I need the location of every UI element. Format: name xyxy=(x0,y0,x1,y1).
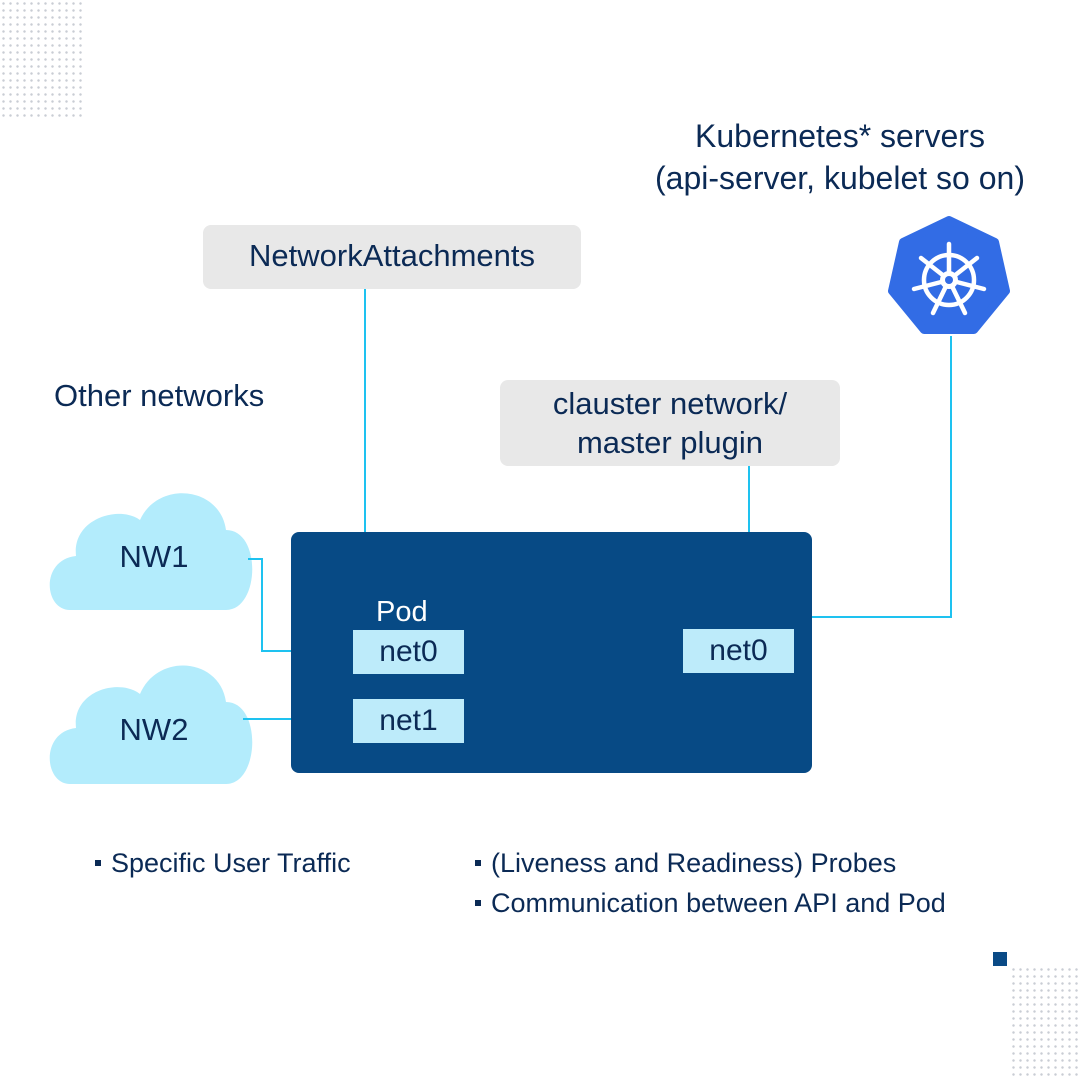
bullet-list-left: Specific User Traffic xyxy=(95,843,351,883)
bullet-square-icon xyxy=(475,900,481,906)
pod-interface-net1: net1 xyxy=(353,699,464,743)
bullet-square-icon xyxy=(95,860,101,866)
bullet-text: Communication between API and Pod xyxy=(491,888,946,918)
bullet-text: (Liveness and Readiness) Probes xyxy=(491,848,897,878)
bullet-text: Specific User Traffic xyxy=(111,848,351,878)
nw2-cloud-shape xyxy=(49,665,253,784)
decorative-dot-grid-top-left xyxy=(0,0,82,118)
kubernetes-servers-title: Kubernetes* servers (api-server, kubelet… xyxy=(600,115,1080,199)
bullet-item: (Liveness and Readiness) Probes xyxy=(475,843,946,883)
cluster-network-line1: clauster network/ xyxy=(552,386,788,421)
decorative-corner-square xyxy=(993,952,1007,966)
kubernetes-title-line1: Kubernetes* servers xyxy=(695,118,985,154)
other-networks-label: Other networks xyxy=(54,378,265,413)
pod-interface-net0-left: net0 xyxy=(353,630,464,674)
bullet-square-icon xyxy=(475,860,481,866)
cluster-network-line2: master plugin xyxy=(576,425,764,460)
pod-label: Pod xyxy=(376,596,428,628)
nw1-cloud-label: NW1 xyxy=(119,539,189,574)
bullet-item: Communication between API and Pod xyxy=(475,883,946,923)
decorative-dot-grid-bottom-right xyxy=(1010,966,1080,1080)
kubernetes-logo-icon xyxy=(888,216,1010,334)
bullet-item: Specific User Traffic xyxy=(95,843,351,883)
network-attachments-label: NetworkAttachments xyxy=(203,225,581,289)
nw2-cloud-label: NW2 xyxy=(119,712,189,747)
kubernetes-title-line2: (api-server, kubelet so on) xyxy=(655,160,1025,196)
bullet-list-right: (Liveness and Readiness) Probes Communic… xyxy=(475,843,946,923)
cluster-network-label: clauster network/ master plugin xyxy=(500,380,840,466)
kubernetes-connector xyxy=(812,336,952,618)
nw1-cloud-shape xyxy=(49,493,253,610)
pod-interface-net0-right: net0 xyxy=(683,629,794,673)
